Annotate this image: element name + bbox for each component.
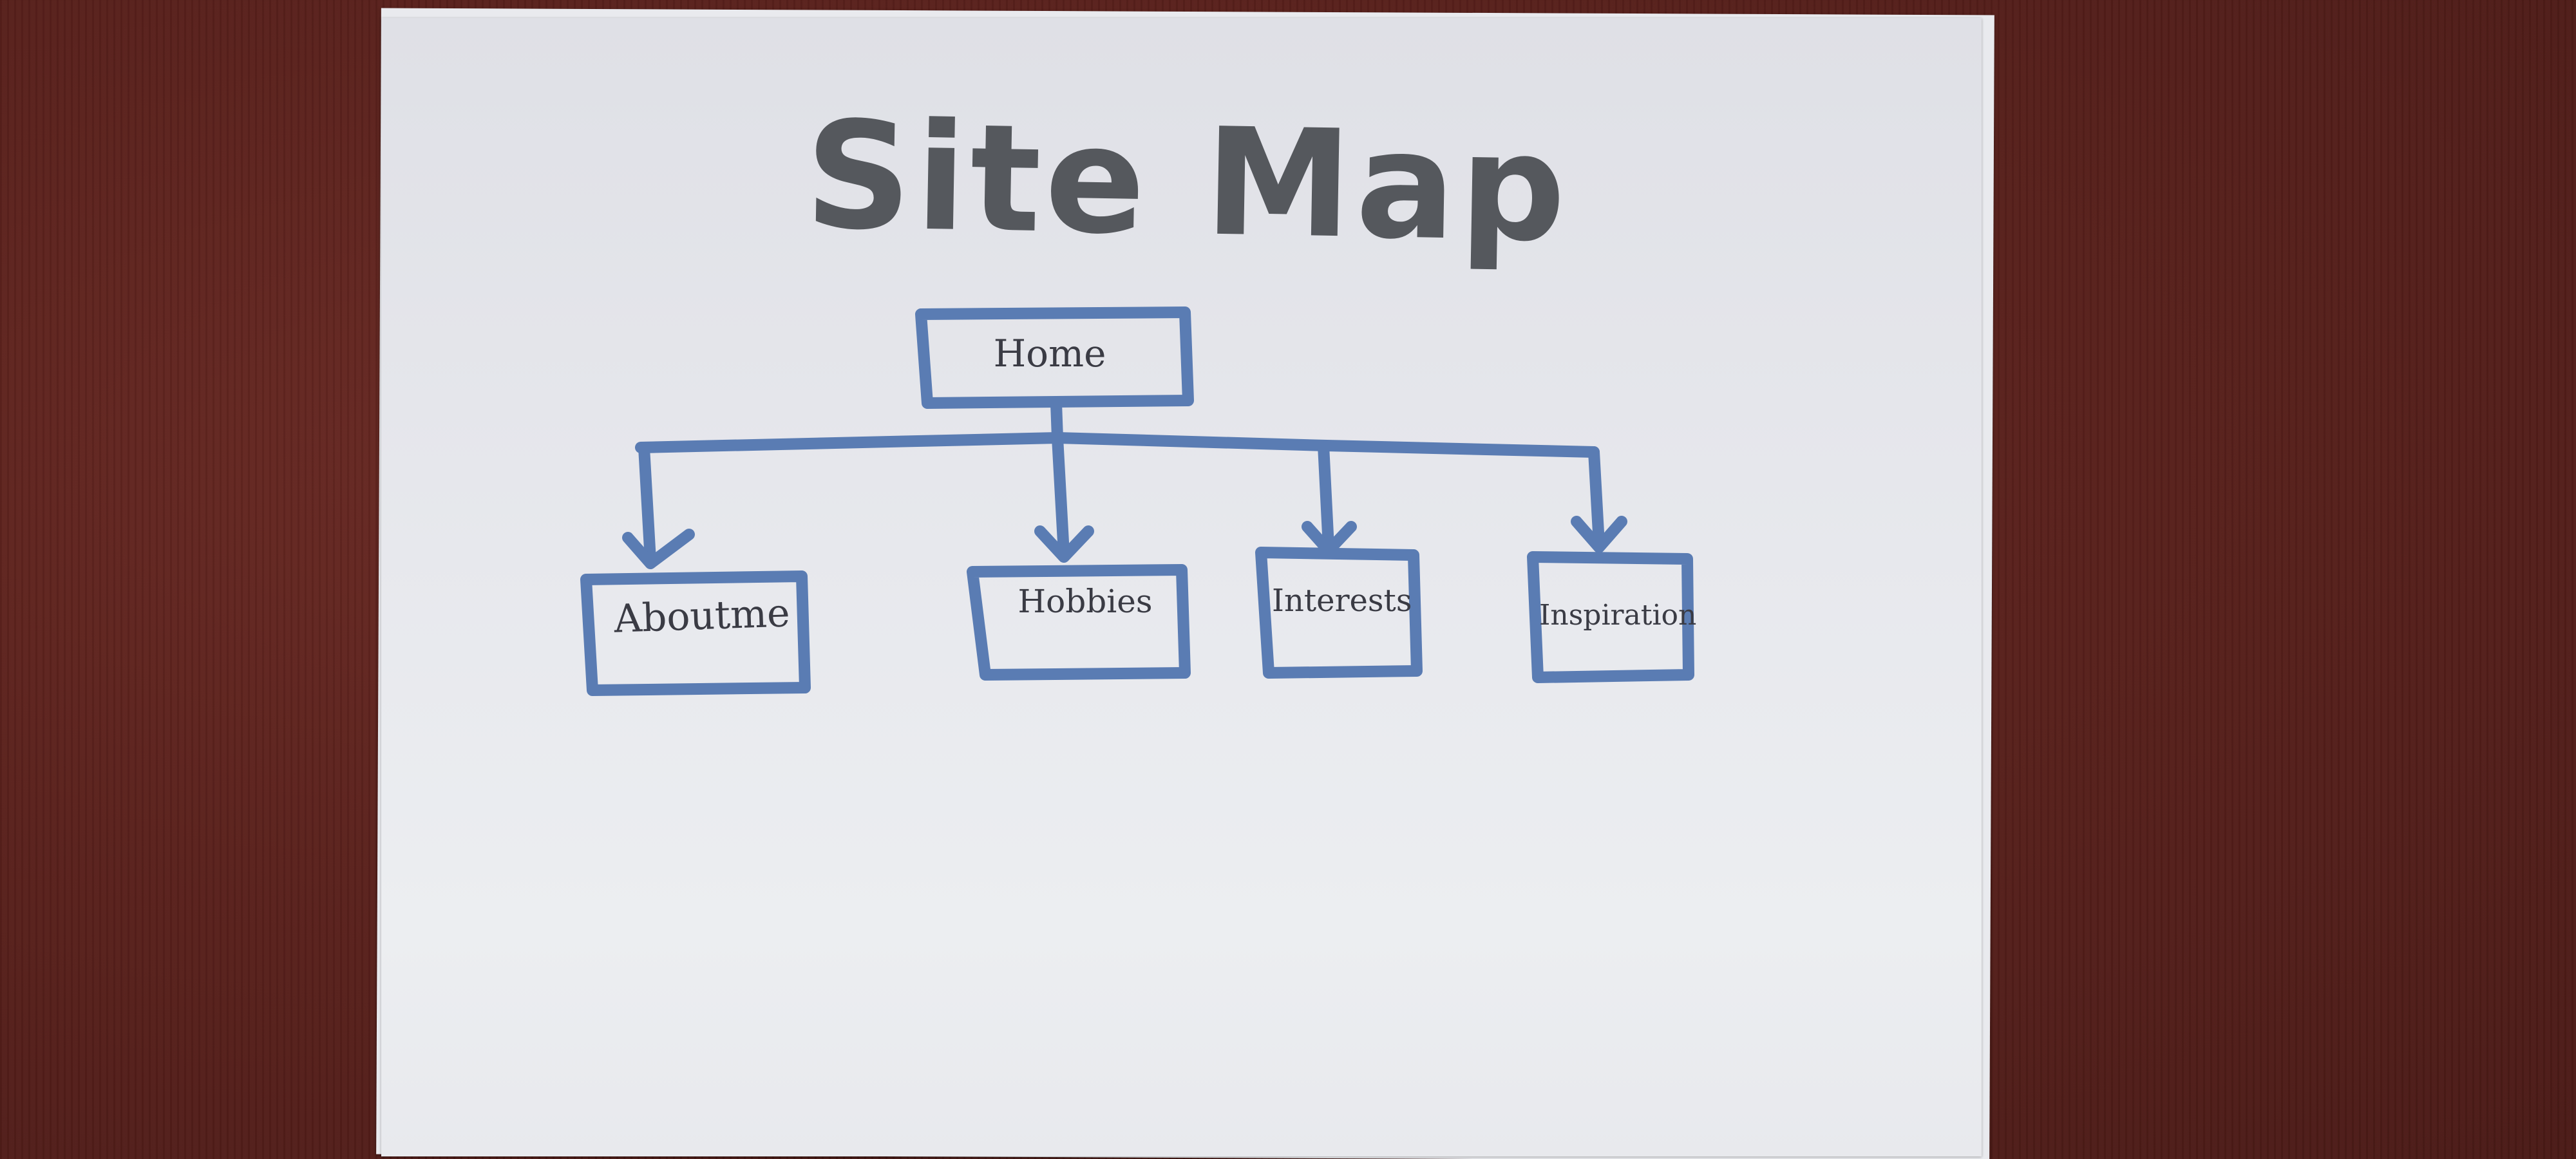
node-label-interests: Interests <box>1272 583 1412 619</box>
node-label-inspiration: Inspiration <box>1539 599 1697 632</box>
hobbies-box <box>967 564 1191 681</box>
page-title: Site Map <box>803 90 1571 276</box>
home-box <box>915 306 1194 409</box>
arrow-to-interests <box>1318 440 1334 553</box>
about-box <box>580 570 811 696</box>
inspiration-box <box>1527 551 1694 683</box>
arrow-to-hobbies <box>1052 432 1070 560</box>
interests-box <box>1255 547 1423 679</box>
arrow-to-inspiration <box>1588 446 1605 550</box>
arrowhead-about <box>622 529 695 569</box>
arrowhead-inspiration <box>1571 516 1627 553</box>
node-label-home: Home <box>993 332 1106 375</box>
home-connector <box>1050 397 1063 444</box>
node-label-hobbies: Hobbies <box>1018 583 1153 620</box>
arrowhead-hobbies <box>1034 525 1094 563</box>
branch-line <box>635 432 1600 458</box>
arrow-to-about <box>638 442 656 566</box>
node-label-about: Aboutme <box>613 590 791 642</box>
